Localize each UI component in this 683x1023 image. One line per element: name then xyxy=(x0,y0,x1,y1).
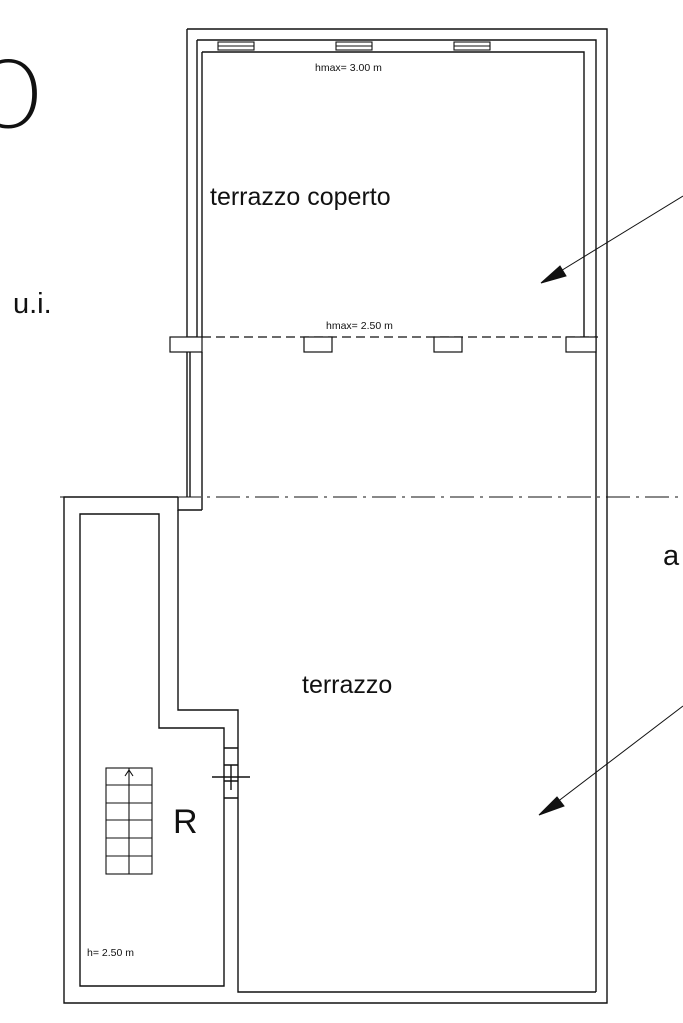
leader-arrowhead-upper xyxy=(540,265,567,284)
room-label-terrace: terrazzo xyxy=(302,671,393,699)
window-top-2 xyxy=(335,41,373,51)
outer-wall xyxy=(63,28,608,1004)
height-label-top: hmax= 3.00 m xyxy=(315,62,382,74)
door-opening xyxy=(224,747,238,799)
height-label-mid: hmax= 2.50 m xyxy=(326,320,393,332)
leader-arrowhead-lower xyxy=(538,796,565,816)
staircase xyxy=(105,767,153,875)
covered-terrace-inner-top xyxy=(197,39,597,992)
leader-line-upper xyxy=(545,195,683,281)
room-label-covered-terrace: terrazzo coperto xyxy=(210,183,391,211)
pillar-left xyxy=(169,336,203,353)
pillar-mid-1 xyxy=(303,336,333,353)
top-left-letter: O xyxy=(0,42,45,149)
window-top-3 xyxy=(453,41,491,51)
pillar-right xyxy=(565,336,597,353)
window-top-1 xyxy=(217,41,255,51)
height-label-stair-room: h= 2.50 m xyxy=(87,947,134,959)
covered-terrace-top-inner xyxy=(202,51,585,337)
stair-room-label: R xyxy=(173,803,198,841)
stair-direction-arrow xyxy=(124,769,134,777)
leader-line-lower xyxy=(543,705,683,813)
internal-wall-upper xyxy=(177,510,596,993)
left-wall-lower xyxy=(189,352,203,510)
wall-junction xyxy=(177,497,202,511)
door-marker xyxy=(212,765,250,790)
right-edge-letter: a xyxy=(663,540,680,572)
unit-label: u.i. xyxy=(13,288,52,320)
pillar-mid-2 xyxy=(433,336,463,353)
stair-room-outline xyxy=(79,513,225,987)
